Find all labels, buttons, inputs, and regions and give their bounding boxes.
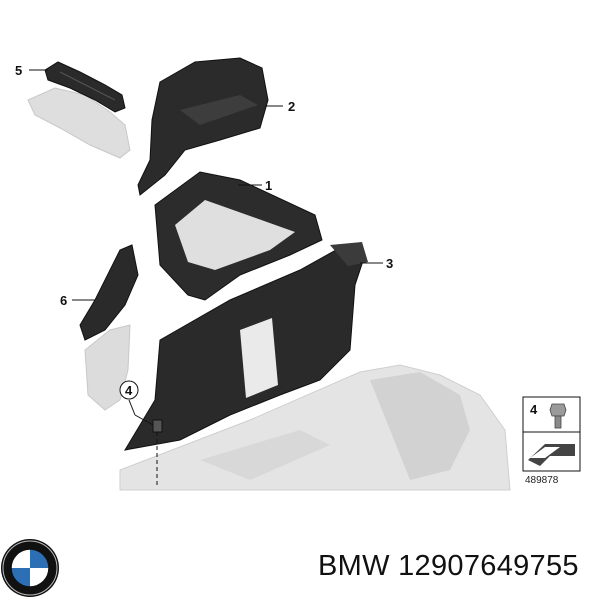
- callout-2: 2: [288, 99, 295, 114]
- detail-part-number: 4: [530, 402, 538, 417]
- detail-box: [522, 396, 581, 472]
- bmw-logo-icon: [1, 539, 59, 597]
- callout-6: 6: [60, 293, 67, 308]
- callout-4: 4: [125, 383, 133, 398]
- callout-5: 5: [15, 63, 22, 78]
- callout-4-circle: [119, 380, 139, 400]
- ghost-bracket-top-left: [27, 87, 131, 159]
- part-caption: BMW 12907649755: [318, 550, 579, 582]
- ghost-housing: [119, 364, 511, 491]
- part-1-frame[interactable]: [154, 171, 323, 301]
- part-2-cover[interactable]: [137, 57, 269, 196]
- part-6-side-bracket[interactable]: [79, 244, 139, 341]
- screw-icon: [549, 403, 567, 429]
- drawing-number: 489878: [525, 475, 559, 486]
- washer-arrow-icon: [528, 444, 575, 466]
- callout-1: 1: [265, 178, 272, 193]
- callout-3: 3: [386, 256, 393, 271]
- part-4-screw[interactable]: [152, 419, 163, 485]
- part-3-housing[interactable]: [124, 242, 368, 451]
- part-5-rail[interactable]: [44, 61, 126, 113]
- leader-lines: [29, 69, 383, 426]
